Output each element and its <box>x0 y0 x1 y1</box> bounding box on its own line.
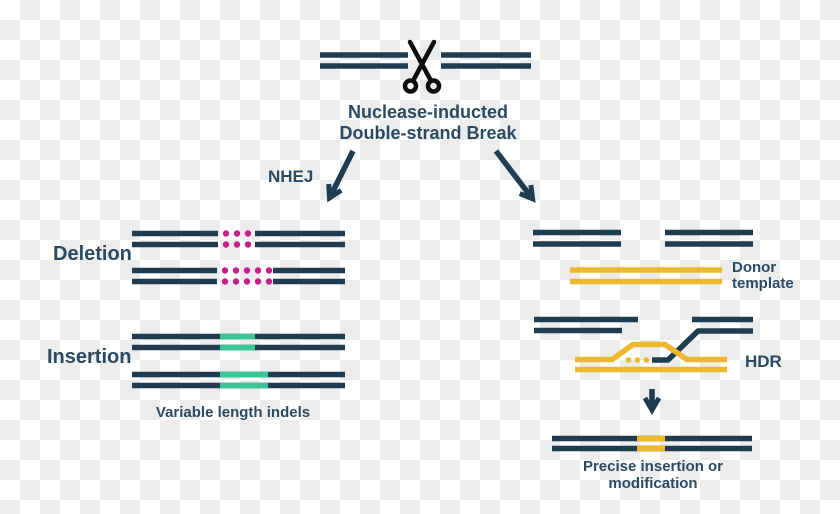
hdr-label: HDR <box>745 352 782 371</box>
deletion-dna-2 <box>132 267 345 285</box>
insertion-dna-2 <box>132 371 345 389</box>
indels-caption: Variable length indels <box>155 404 311 421</box>
deletion-label: Deletion <box>53 243 132 265</box>
donor-template-label: Donor template <box>732 260 794 292</box>
deletion-dots-1 <box>222 230 252 248</box>
precise-caption: Precise insertion or modification <box>582 458 724 492</box>
synthesis-dots <box>625 357 650 363</box>
hdr-branch-arrow <box>493 149 536 203</box>
invading-strand <box>652 328 753 363</box>
break-caption-line2: Double-strand Break <box>339 123 517 143</box>
donor-template-dna <box>570 267 722 285</box>
scissors-icon <box>402 39 442 94</box>
break-caption: Nuclease-inducted Double-strand Break <box>303 102 553 144</box>
nhej-label: NHEJ <box>268 167 314 186</box>
deletion-dots-2 <box>221 267 273 285</box>
donor-label-line1: Donor <box>732 259 777 276</box>
insertion-dna-1 <box>132 333 345 351</box>
donor-loop-strand <box>575 341 727 363</box>
hdr-broken-dna <box>533 229 753 247</box>
top-dna-duplex <box>320 52 531 69</box>
break-caption-line1: Nuclease-inducted <box>347 102 509 122</box>
deletion-dna-1 <box>132 230 345 248</box>
insertion-label: Insertion <box>47 346 132 368</box>
nhej-arrow <box>326 149 356 203</box>
repaired-dna <box>552 435 752 452</box>
donor-label-line2: template <box>732 275 794 292</box>
hdr-intermediate <box>534 316 753 373</box>
